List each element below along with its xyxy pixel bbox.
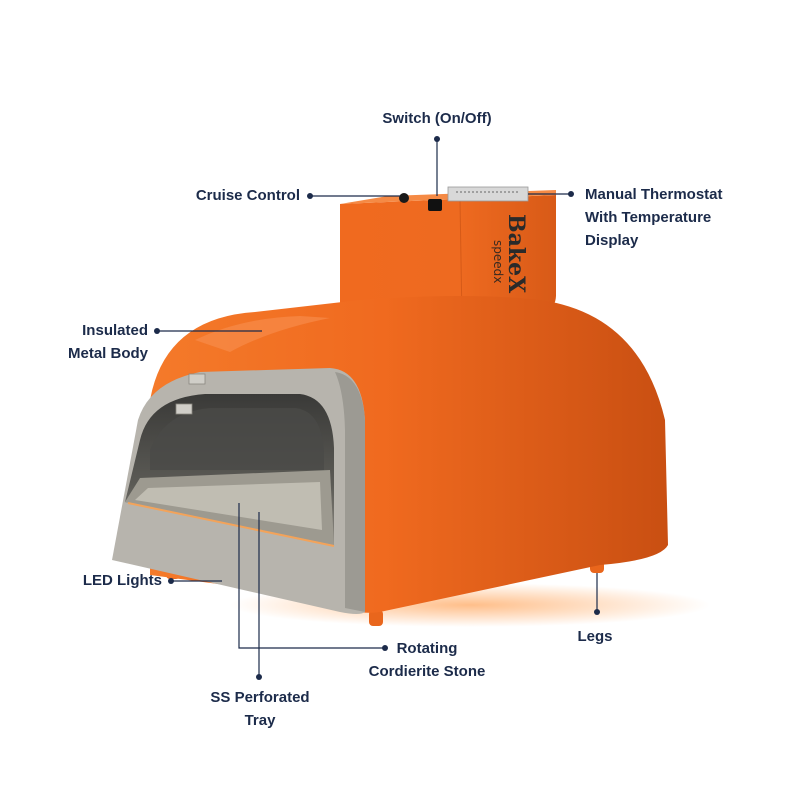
sub-brand: speedx: [491, 240, 505, 284]
control-box: [340, 195, 556, 326]
label-cruise-control: Cruise Control: [195, 187, 300, 204]
label-legs: Legs: [577, 628, 613, 645]
switch-toggle: [428, 199, 442, 211]
body-highlight: [195, 316, 330, 352]
label-thermostat: Manual Thermostat With Temperature Displ…: [585, 186, 723, 249]
dot-cruise-control: [307, 193, 313, 199]
label-led-lights: LED Lights: [82, 572, 162, 589]
label-switch: Switch (On/Off): [382, 110, 492, 127]
leader-stone: [238, 503, 384, 649]
hinge-bottom: [175, 403, 193, 415]
dot-switch: [434, 136, 440, 142]
dot-led-lights: [168, 578, 174, 584]
dot-tray: [256, 674, 262, 680]
dot-stone: [382, 645, 388, 651]
oven-tray: [135, 482, 322, 530]
oven-inner-wall: [150, 408, 324, 470]
dot-legs: [594, 609, 600, 615]
dot-metal-body: [154, 328, 160, 334]
brand-logo: BakeX speedx: [491, 214, 545, 304]
led-strip: [127, 502, 335, 547]
label-stone: Rotating Cordierite Stone: [368, 640, 486, 680]
cruise-control-knob: [399, 193, 409, 203]
label-tray: SS Perforated Tray: [210, 689, 310, 729]
hinge-top: [188, 373, 206, 385]
door-frame-shade: [335, 372, 365, 612]
label-metal-body: Insulated Metal Body: [67, 322, 148, 362]
thermostat-display: [447, 186, 529, 202]
dot-thermostat: [568, 191, 574, 197]
leg-front-right: [369, 610, 383, 626]
